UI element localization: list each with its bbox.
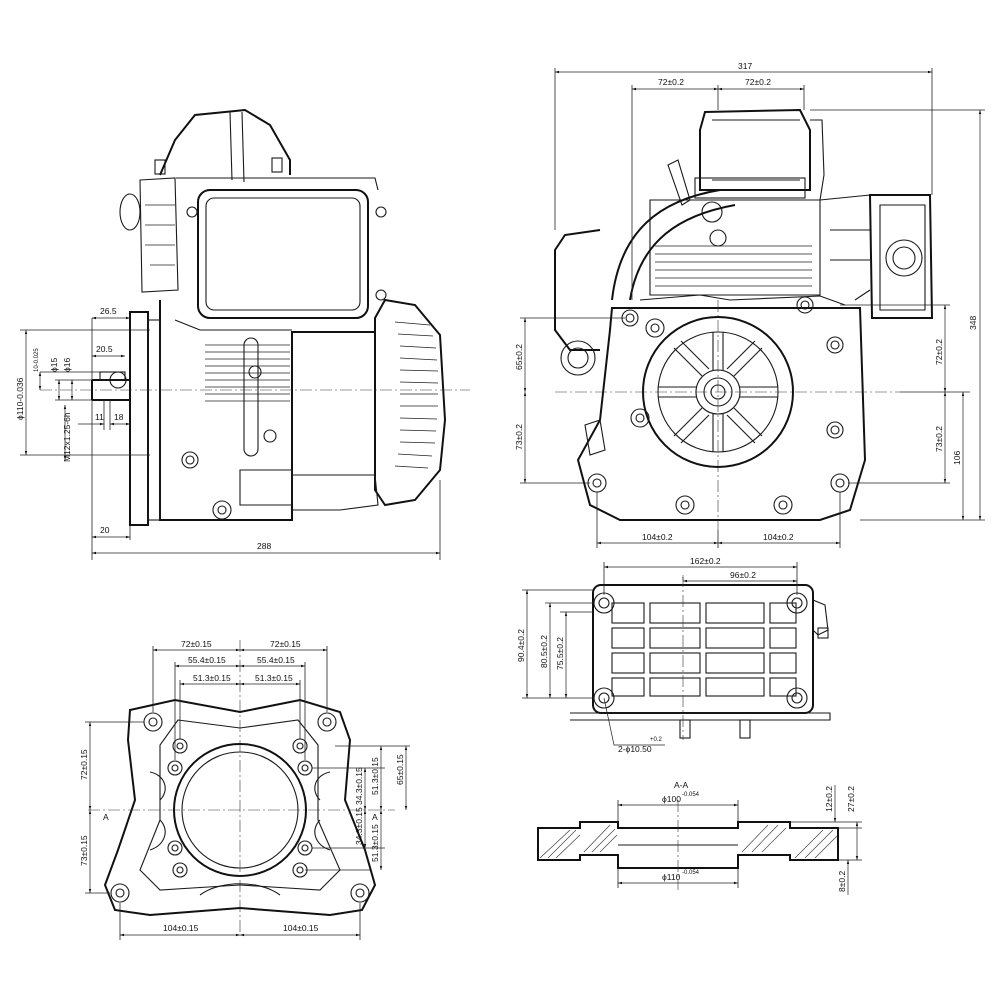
section-mark-left: A [103, 812, 109, 822]
base-view [570, 584, 831, 739]
dim-104-right: 104±0.2 [763, 532, 794, 542]
dim-phi100: ϕ100 [662, 794, 681, 804]
dim-104-left: 104±0.2 [642, 532, 673, 542]
dim-holes: 2-ϕ10.50 [618, 744, 652, 754]
dim-26-5: 26.5 [100, 306, 117, 316]
dim-phi16: ϕ16 [62, 358, 72, 372]
dim-18: 18 [114, 412, 124, 422]
dim-pilot-dia: ϕ110-0.036 [15, 377, 25, 420]
dim-65-left: 65±0.2 [514, 344, 524, 370]
dim-162: 162±0.2 [690, 556, 721, 566]
side-view [40, 108, 470, 526]
dim-104-bottom-left: 104±0.15 [163, 923, 199, 933]
dim-80-5: 80.5±0.2 [539, 635, 549, 668]
dim-thread: M12x1.25-6h [62, 412, 72, 462]
dim-key: 10-0.025 [34, 348, 40, 372]
dim-104-bottom-right: 104±0.15 [283, 923, 319, 933]
dim-34-3-bot: 34.3±0.15 [354, 807, 364, 845]
dim-73-left: 73±0.2 [514, 424, 524, 450]
dim-51-left: 51.3±0.15 [193, 673, 231, 683]
dim-20-5: 20.5 [96, 344, 113, 354]
front-view-dimensions: 317 72±0.2 72±0.2 348 65±0.2 73±0.2 72±0… [514, 61, 985, 548]
dim-phi110: ϕ110 [662, 872, 681, 882]
dim-72-left-v: 72±0.15 [79, 749, 89, 780]
dim-348: 348 [968, 316, 978, 330]
dim-96: 96±0.2 [730, 570, 756, 580]
section-view-dimensions: ϕ100 -0.054 ϕ110 -0.054 12±0.2 27±0.2 8±… [617, 785, 862, 895]
dim-20: 20 [100, 525, 110, 535]
dim-90-4: 90.4±0.2 [516, 629, 526, 662]
dim-11: 11 [95, 412, 104, 422]
dim-8: 8±0.2 [837, 871, 847, 892]
dim-75-5: 75.5±0.2 [555, 637, 565, 670]
flange-view-dimensions: 72±0.15 72±0.15 55.4±0.15 55.4±0.15 51.3… [79, 639, 410, 940]
dim-72-top-right: 72±0.15 [270, 639, 301, 649]
side-view-dimensions: 288 26.5 20.5 ϕ110-0.036 10-0.025 ϕ15 ϕ1… [15, 306, 441, 560]
section-mark-right: A [372, 812, 378, 822]
front-view [554, 108, 934, 530]
dim-72-top-left: 72±0.15 [181, 639, 212, 649]
dim-72-right-v: 72±0.2 [934, 339, 944, 365]
dim-72-right: 72±0.2 [745, 77, 771, 87]
dim-317: 317 [738, 61, 752, 71]
dim-55-left: 55.4±0.15 [188, 655, 226, 665]
dim-73-right: 73±0.2 [934, 426, 944, 452]
dim-55-right: 55.4±0.15 [257, 655, 295, 665]
section-label: A-A [674, 780, 689, 790]
dim-73-left-v: 73±0.15 [79, 835, 89, 866]
dim-288: 288 [257, 541, 271, 551]
dim-27: 27±0.2 [846, 786, 856, 812]
dim-51-3-bot: 51.3±0.15 [370, 824, 380, 862]
dim-12: 12±0.2 [824, 786, 834, 812]
dim-72-left: 72±0.2 [658, 77, 684, 87]
dim-phi110-tol: -0.054 [682, 870, 700, 876]
dim-holes-tol: +0.2 [650, 737, 663, 743]
dim-51-3-top: 51.3±0.15 [370, 757, 380, 795]
dim-106: 106 [952, 451, 962, 465]
dim-51-right: 51.3±0.15 [255, 673, 293, 683]
dim-phi15: ϕ15 [49, 358, 59, 372]
base-view-dimensions: 162±0.2 96±0.2 90.4±0.2 80.5±0.2 75.5±0.… [516, 556, 798, 754]
dim-65-right: 65±0.15 [395, 754, 405, 785]
dim-34-3-top: 34.3±0.15 [354, 767, 364, 805]
dim-phi100-tol: -0.054 [682, 792, 700, 798]
